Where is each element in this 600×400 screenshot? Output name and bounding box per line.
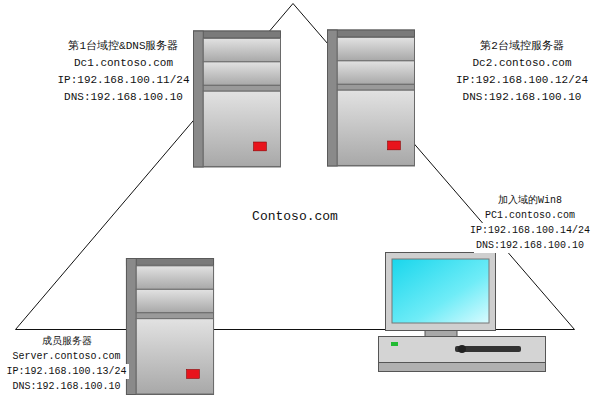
monitor-frame: [386, 253, 496, 331]
host-detail: DNS:192.168.100.10: [474, 238, 586, 253]
drive-button: [458, 345, 466, 353]
domain-name: Contoso.com: [249, 209, 341, 224]
role-heading: 成员服务器: [40, 334, 94, 349]
member-server-label: 成员服务器Server.contoso.comIP:192.168.100.13…: [3, 334, 130, 394]
host-detail: PC1.contoso.com: [483, 208, 577, 223]
host-detail: DNS:192.168.100.10: [461, 89, 584, 106]
pc-workstation: [379, 253, 546, 372]
host-detail: Dc1.contoso.com: [72, 55, 175, 72]
role-heading: 第1台域控&DNS服务器: [66, 38, 180, 55]
monitor-screen: [392, 259, 489, 323]
host-detail: IP:192.168.100.11/24: [55, 72, 191, 89]
member-server-tower: [126, 258, 213, 394]
host-detail: IP:192.168.100.14/24: [468, 223, 592, 238]
domain-controller-label: 第1台域控&DNS服务器Dc1.contoso.comIP:192.168.10…: [54, 38, 193, 106]
role-heading: 第2台域控服务器: [478, 38, 566, 55]
host-detail: Dc2.contoso.com: [470, 55, 573, 72]
domain-boundary: [16, 4, 575, 330]
pc-base-unit: [379, 337, 546, 372]
monitor-stand: [425, 331, 457, 337]
dc2-tower: [327, 30, 414, 166]
dc1-tower: [193, 31, 280, 167]
domain-controller-label: 第2台域控服务器Dc2.contoso.comIP:192.168.100.12…: [450, 38, 594, 106]
host-detail: IP:192.168.100.12/24: [454, 72, 590, 89]
power-led: [391, 342, 398, 346]
host-detail: DNS:192.168.100.10: [10, 379, 122, 394]
role-heading: 加入域的Win8: [496, 193, 564, 208]
host-detail: IP:192.168.100.13/24: [4, 364, 128, 379]
workstation-label: 加入域的Win8PC1.contoso.comIP:192.168.100.14…: [466, 193, 594, 253]
drive-slot: [455, 346, 521, 352]
host-detail: Server.contoso.com: [10, 349, 122, 364]
host-detail: DNS:192.168.100.10: [62, 89, 185, 106]
pc-base-front: [379, 363, 546, 372]
